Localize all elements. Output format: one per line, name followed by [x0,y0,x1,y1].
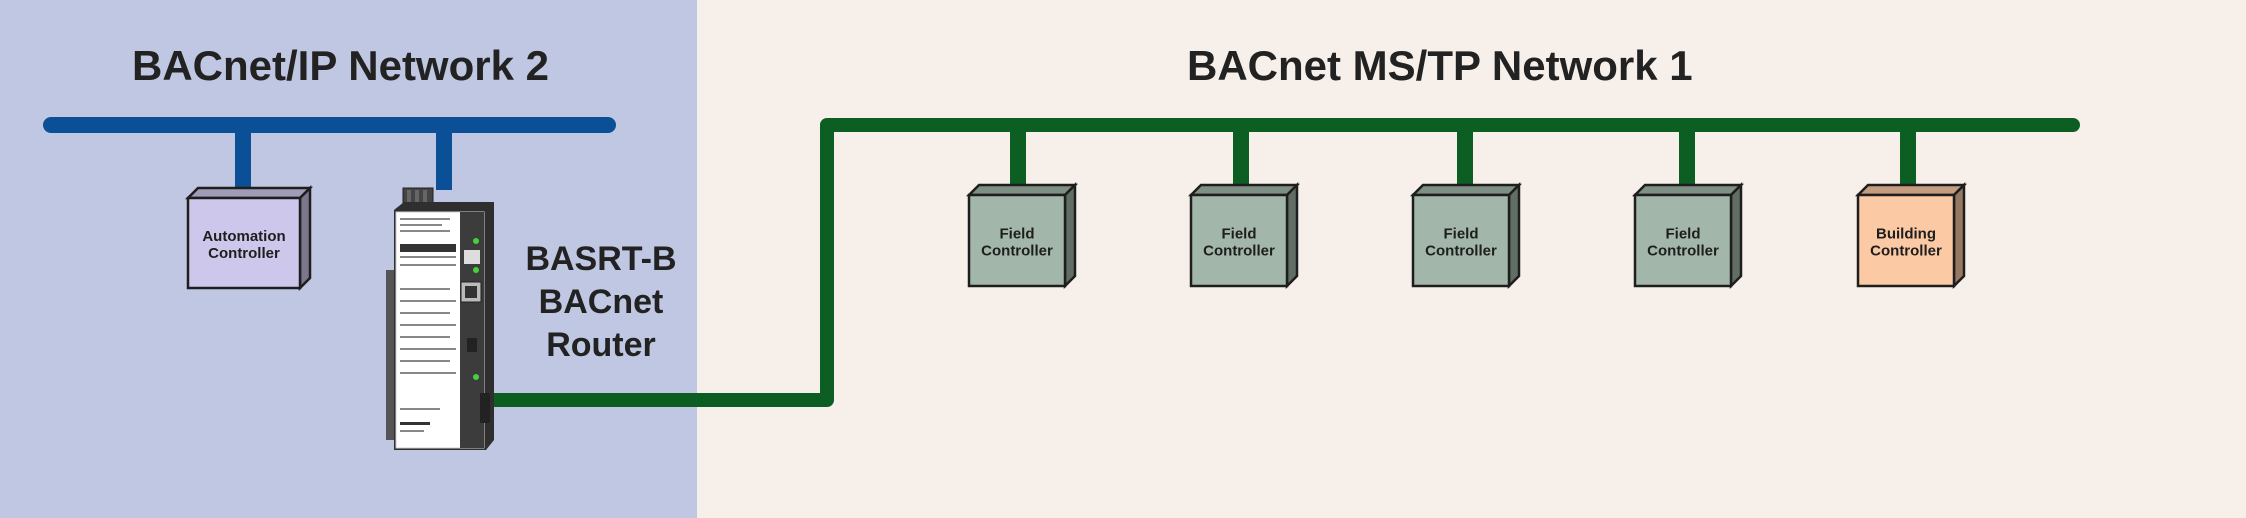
field-controller-3-label-line2: Controller [1425,243,1497,260]
field-controller-3-label-line1: Field [1443,226,1478,243]
field-controller-2-label-line2: Controller [1203,243,1275,260]
building-controller-label-line2: Controller [1870,243,1942,260]
field-controller-1-label-line2: Controller [981,243,1053,260]
building-controller-label-line1: Building [1876,226,1936,243]
field-controller-1-label-line1: Field [999,226,1034,243]
mstp-bus [483,118,2080,407]
ip-network-panel [0,0,697,518]
router-label: BASRT-B BACnet Router [515,238,687,367]
field-controller-2-label-line1: Field [1221,226,1256,243]
router-protocol: BACnet [538,283,664,321]
devices: AutomationControllerFieldControllerField… [184,181,1968,292]
ip-bus [43,117,616,190]
ip-network-title: BACnet/IP Network 2 [132,42,549,89]
automation-controller-label-line1: Automation [202,228,285,245]
din-rail-router-icon [386,187,494,450]
mstp-network-title: BACnet MS/TP Network 1 [1187,42,1693,89]
field-controller-4-label-line2: Controller [1647,243,1719,260]
router-model: BASRT-B [525,240,677,278]
field-controller-4-label-line1: Field [1665,226,1700,243]
automation-controller-label-line2: Controller [208,245,280,262]
router-type: Router [546,326,656,364]
